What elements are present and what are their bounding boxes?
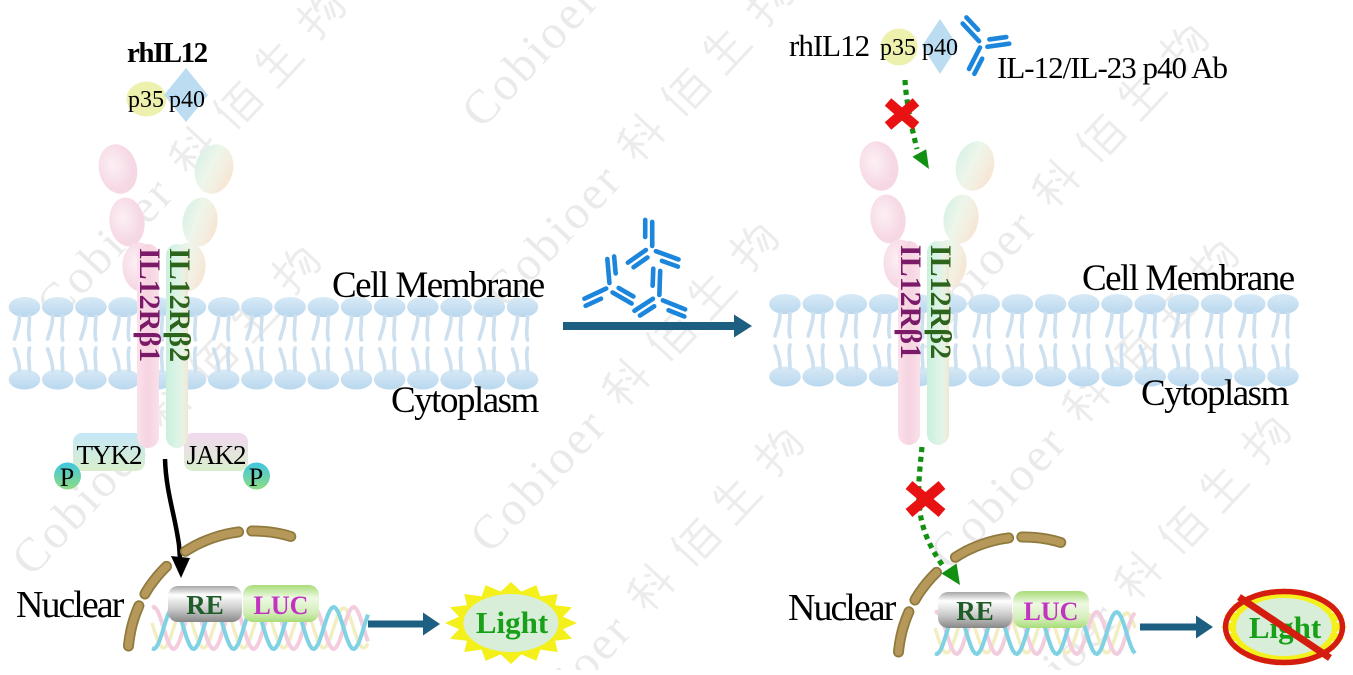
svg-text:P: P [249,463,263,492]
svg-text:RE: RE [956,596,994,626]
svg-text:P: P [60,463,74,492]
svg-text:JAK2: JAK2 [186,440,246,470]
svg-text:rhIL12: rhIL12 [127,37,208,69]
svg-text:p40: p40 [169,87,205,113]
svg-text:p40: p40 [922,35,958,61]
svg-text:LUC: LUC [1024,597,1079,626]
svg-text:TYK2: TYK2 [77,440,142,470]
svg-text:Cell Membrane: Cell Membrane [1082,258,1295,299]
svg-text:rhIL12: rhIL12 [789,28,869,63]
svg-text:p35: p35 [880,35,916,61]
svg-text:Cytoplasm: Cytoplasm [1141,373,1290,414]
svg-text:Cell Membrane: Cell Membrane [332,265,545,306]
svg-text:Cobioer: Cobioer [451,0,610,138]
svg-text:Cobioer: Cobioer [459,398,618,563]
svg-text:IL-12/IL-23 p40 Ab: IL-12/IL-23 p40 Ab [997,50,1227,85]
svg-text:LUC: LUC [254,591,309,620]
svg-text:Cytoplasm: Cytoplasm [391,380,540,421]
svg-text:p35: p35 [128,87,164,113]
svg-text:Nuclear: Nuclear [788,587,897,629]
svg-text:Light: Light [476,605,549,640]
svg-text:RE: RE [186,590,224,620]
svg-text:Nuclear: Nuclear [16,584,125,626]
